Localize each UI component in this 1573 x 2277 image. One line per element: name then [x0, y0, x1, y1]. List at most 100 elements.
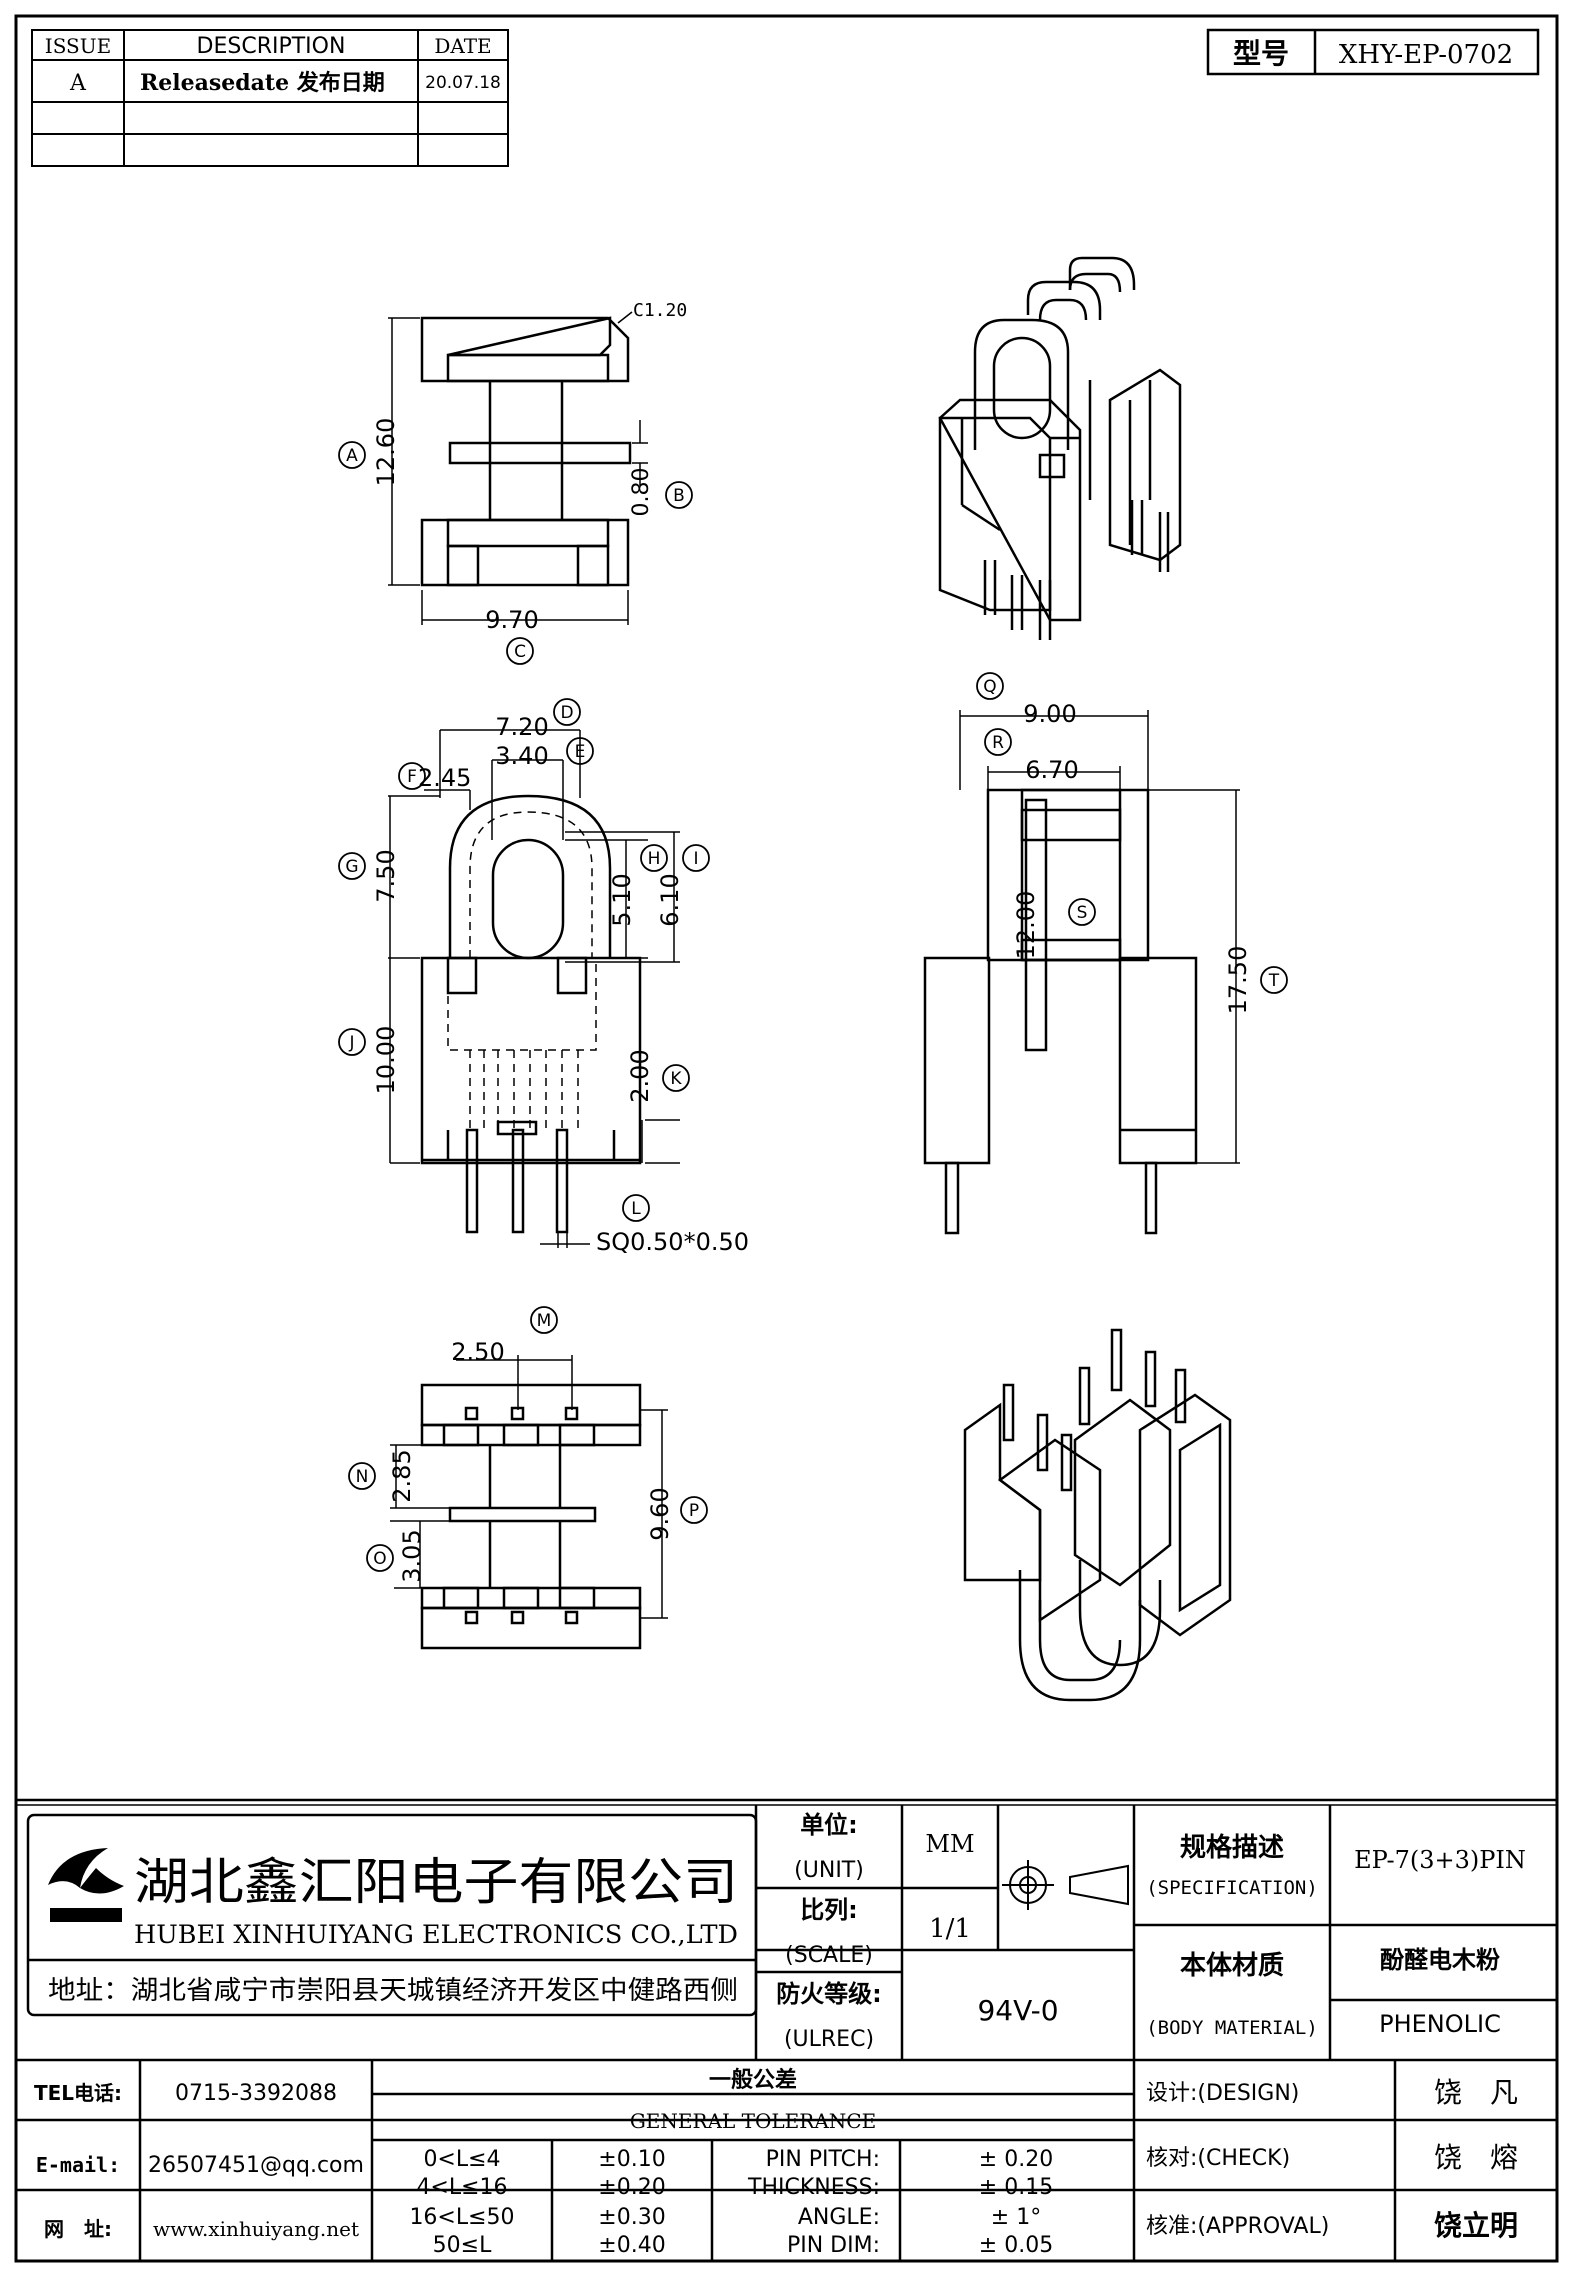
spec-value: EP-7(3+3)PIN	[1354, 1846, 1526, 1874]
tolerance-range: 0<L≤4	[423, 2147, 500, 2172]
balloons	[338, 441, 1288, 1572]
dim-p: 9.60	[646, 1487, 674, 1540]
balloon-p: P	[689, 1501, 699, 1521]
side-view-dims	[388, 311, 648, 625]
material-label: 本体材质	[1180, 1951, 1284, 1981]
email-label: E-mail:	[36, 2153, 120, 2177]
logo-text: 鑫汇阳	[70, 1909, 103, 1923]
balloon-h: H	[648, 849, 661, 869]
balloon-e: E	[575, 742, 586, 762]
tolerance-range: 50≤L	[433, 2233, 492, 2258]
tolerance-range: 16<L≤50	[409, 2205, 514, 2230]
iso-view-top	[938, 256, 1182, 640]
balloon-q: Q	[983, 677, 996, 697]
dim-e: 3.40	[495, 742, 548, 770]
dim-chamfer: C1.20	[633, 300, 687, 321]
front-view-bobbin	[420, 794, 642, 1234]
material-value: PHENOLIC	[1379, 2010, 1501, 2038]
dim-k: 2.00	[626, 1049, 654, 1102]
balloon-a: A	[346, 446, 358, 466]
company-name-cn: 湖北鑫汇阳电子有限公司	[134, 1853, 738, 1911]
dim-o: 3.05	[398, 1529, 426, 1582]
fire-rating-label: 防火等级:	[776, 1980, 882, 2008]
dim-t: 17.50	[1224, 946, 1252, 1015]
sheet-border	[14, 14, 1559, 2263]
tolerance-title-en: GENERAL TOLERANCE	[630, 2109, 876, 2133]
rev-header-description: DESCRIPTION	[197, 34, 346, 59]
tolerance-item: PIN DIM:	[787, 2233, 880, 2258]
side-view-right	[923, 788, 1198, 1235]
rev-row-issue: A	[69, 71, 87, 96]
dim-l: SQ0.50*0.50	[596, 1228, 749, 1256]
dim-q: 9.00	[1023, 700, 1076, 728]
scale-label-en: (SCALE)	[785, 1943, 873, 1968]
spec-label: 规格描述	[1180, 1832, 1284, 1863]
model-box	[1206, 28, 1540, 76]
title-block-lines	[16, 1798, 1557, 2261]
balloon-g: G	[345, 857, 358, 877]
tolerance-ranges: 0<L≤4 4<L≤16 16<L≤50 50≤L ±0.10 ±0.20 ±0…	[409, 2147, 665, 2258]
tolerance-item-value: ± 0.05	[979, 2233, 1053, 2258]
dim-f: 2.45	[418, 764, 471, 792]
website-label: 网 址:	[44, 2217, 112, 2241]
tolerance-item-value: ± 1°	[991, 2205, 1041, 2230]
balloon-k: K	[670, 1069, 682, 1089]
balloon-t: T	[1268, 971, 1280, 991]
material-cn: 酚醛电木粉	[1380, 1946, 1500, 1974]
unit-value: MM	[925, 1830, 974, 1858]
tolerance-value: ±0.30	[598, 2205, 665, 2230]
company-logo-icon	[48, 1848, 124, 1922]
tolerance-range: 4<L≤16	[416, 2175, 507, 2200]
unit-label: 单位:	[800, 1811, 858, 1839]
spec-label-en: (SPECIFICATION)	[1146, 1877, 1318, 1899]
balloon-i: I	[693, 849, 698, 869]
dim-i: 6.10	[656, 873, 684, 926]
balloon-m: M	[537, 1311, 552, 1331]
dim-m: 2.50	[451, 1338, 504, 1366]
scale-value: 1/1	[929, 1914, 971, 1944]
rev-header-issue: ISSUE	[45, 34, 111, 58]
model-label: 型号	[1233, 37, 1289, 70]
balloon-d: D	[560, 703, 573, 723]
fire-rating-value: 94V-0	[977, 1994, 1058, 2027]
tolerance-title-cn: 一般公差	[709, 2067, 797, 2093]
side-view-bobbin	[420, 316, 632, 587]
material-label-en: (BODY MATERIAL)	[1146, 2017, 1318, 2039]
dim-j: 10.00	[372, 1026, 400, 1095]
dim-b: 0.80	[629, 468, 654, 517]
tolerance-item: ANGLE:	[798, 2205, 880, 2230]
tolerance-item: THICKNESS:	[747, 2175, 880, 2200]
fire-rating-label-en: (ULREC)	[784, 2027, 874, 2052]
approval-label: 核准:(APPROVAL)	[1146, 2214, 1329, 2239]
balloon-c: C	[514, 642, 526, 662]
bottom-view-dims	[390, 1355, 668, 1619]
rev-row-date: 20.07.18	[425, 73, 501, 93]
balloon-j: J	[348, 1033, 354, 1053]
balloon-b: B	[673, 486, 685, 506]
tolerance-value: ±0.20	[598, 2175, 665, 2200]
balloon-labels: A B C D E F G H I J K L M N O P Q R S T	[345, 446, 1279, 1569]
front-view-hidden	[447, 811, 597, 1130]
side-view-right-dims	[959, 710, 1240, 1164]
email-value: 26507451@qq.com	[148, 2153, 364, 2178]
balloon-r: R	[992, 733, 1004, 753]
revision-table	[31, 29, 509, 167]
tolerance-value: ±0.10	[598, 2147, 665, 2172]
balloon-f: F	[407, 767, 417, 787]
tolerance-item-value: ± 0.20	[979, 2147, 1053, 2172]
tel-value: 0715-3392088	[175, 2081, 337, 2106]
check-label: 核对:(CHECK)	[1146, 2146, 1290, 2171]
unit-label-en: (UNIT)	[794, 1858, 864, 1883]
tolerance-value: ±0.40	[598, 2233, 665, 2258]
balloon-l: L	[631, 1199, 641, 1219]
tolerance-item-value: ± 0.15	[979, 2175, 1053, 2200]
iso-view-bottom	[963, 1328, 1232, 1702]
checker-name: 饶 熔	[1434, 2141, 1518, 2174]
website-value: www.xinhuiyang.net	[153, 2217, 359, 2241]
dim-a: 12.60	[372, 418, 400, 487]
company-address: 地址：湖北省咸宁市崇阳县天城镇经济开发区中健路西侧	[48, 1976, 738, 2006]
balloon-o: O	[373, 1549, 386, 1569]
dim-n: 2.85	[388, 1449, 416, 1502]
